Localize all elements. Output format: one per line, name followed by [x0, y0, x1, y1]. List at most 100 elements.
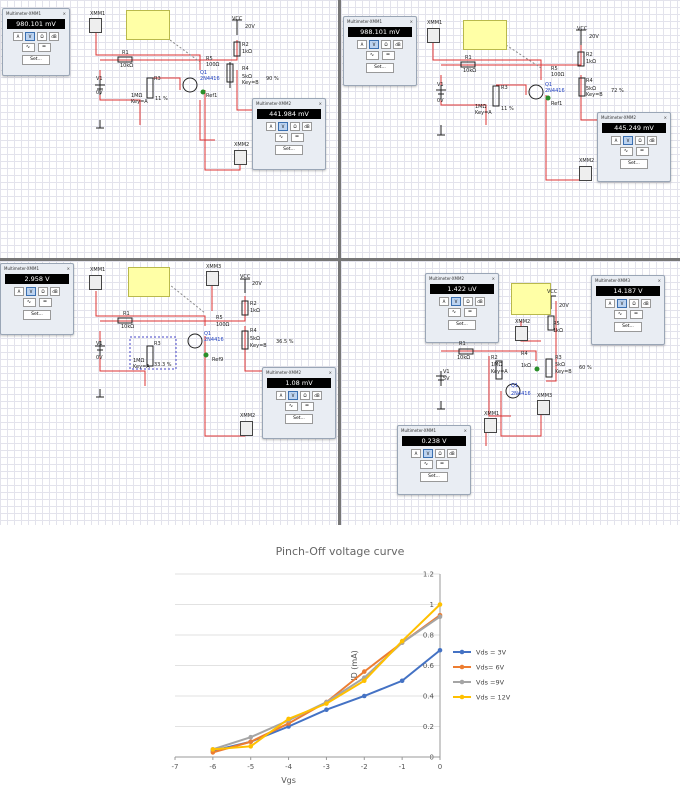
multimeter-xmm1[interactable]: Multimeter-XMM1× 0.238 V A V Ω dB ∿═ Set… — [397, 425, 471, 495]
sine-wave-icon: ∿ — [369, 52, 375, 58]
v1-label: V1 — [437, 82, 444, 88]
ohmmeter-button[interactable]: Ω — [463, 297, 473, 306]
ammeter-button[interactable]: A — [14, 287, 24, 296]
ohmmeter-button[interactable]: Ω — [290, 122, 300, 131]
ac-mode-button[interactable]: ∿ — [419, 460, 433, 469]
dc-mode-button[interactable]: ═ — [37, 43, 51, 52]
close-icon[interactable]: × — [491, 276, 495, 281]
decibel-button[interactable]: dB — [647, 136, 657, 145]
multimeter-xmm2-symbol[interactable] — [515, 326, 528, 341]
r3-label: R3 — [154, 341, 161, 347]
close-icon[interactable]: × — [409, 19, 413, 24]
ammeter-button[interactable]: A — [13, 32, 23, 41]
close-icon[interactable]: × — [318, 101, 322, 106]
ammeter-button[interactable]: A — [611, 136, 621, 145]
dc-mode-button[interactable]: ═ — [381, 51, 395, 60]
settings-button[interactable]: Set... — [620, 159, 648, 169]
ammeter-button[interactable]: A — [605, 299, 615, 308]
multimeter-xmm2-symbol[interactable] — [234, 150, 247, 165]
multimeter-xmm2[interactable]: Multimeter-XMM2× 1.08 mV A V Ω dB ∿═ Set… — [262, 367, 336, 439]
data-point — [324, 699, 329, 705]
dc-mode-button[interactable]: ═ — [629, 310, 643, 319]
multimeter-xmm3-symbol[interactable] — [537, 400, 550, 415]
dc-mode-button[interactable]: ═ — [435, 460, 449, 469]
ammeter-button[interactable]: A — [276, 391, 286, 400]
ac-mode-button[interactable]: ∿ — [365, 51, 379, 60]
data-point — [324, 707, 329, 713]
multimeter-xmm1-symbol[interactable] — [484, 418, 497, 433]
multimeter-xmm1-symbol[interactable] — [427, 28, 440, 43]
decibel-button[interactable]: dB — [393, 40, 403, 49]
settings-button[interactable]: Set... — [614, 322, 642, 332]
settings-button[interactable]: Set... — [448, 320, 476, 330]
decibel-button[interactable]: dB — [312, 391, 322, 400]
multimeter-xmm2[interactable]: Multimeter-XMM2× 445.249 mV A V Ω dB ∿═ … — [597, 112, 671, 182]
multimeter-xmm1[interactable]: Multimeter-XMM1× 980.101 mV A V Ω dB ∿═ … — [2, 8, 70, 76]
close-icon[interactable]: × — [463, 428, 467, 433]
dc-mode-button[interactable]: ═ — [290, 133, 304, 142]
voltmeter-button[interactable]: V — [25, 32, 35, 41]
schematic-panel-4: Multimeter-XMM2× 1.422 uV A V Ω dB ∿═ Se… — [341, 261, 680, 525]
decibel-button[interactable]: dB — [49, 32, 59, 41]
voltmeter-button[interactable]: V — [278, 122, 288, 131]
ac-mode-button[interactable]: ∿ — [274, 133, 288, 142]
dc-mode-button[interactable]: ═ — [463, 308, 477, 317]
multimeter-xmm2[interactable]: Multimeter-XMM2× 1.422 uV A V Ω dB ∿═ Se… — [425, 273, 499, 343]
ammeter-button[interactable]: A — [357, 40, 367, 49]
settings-button[interactable]: Set... — [420, 472, 448, 482]
multimeter-xmm1[interactable]: Multimeter-XMM1× 2.958 V A V Ω dB ∿═ Set… — [0, 263, 74, 335]
decibel-button[interactable]: dB — [50, 287, 60, 296]
voltmeter-button[interactable]: V — [623, 136, 633, 145]
ammeter-button[interactable]: A — [411, 449, 421, 458]
multimeter-xmm2[interactable]: Multimeter-XMM2× 441.984 mV A V Ω dB ∿═ … — [252, 98, 326, 170]
decibel-button[interactable]: dB — [641, 299, 651, 308]
voltmeter-button[interactable]: V — [451, 297, 461, 306]
ohmmeter-button[interactable]: Ω — [629, 299, 639, 308]
ammeter-button[interactable]: A — [266, 122, 276, 131]
multimeter-xmm1-symbol[interactable] — [89, 275, 102, 290]
ohmmeter-button[interactable]: Ω — [37, 32, 47, 41]
dc-mode-button[interactable]: ═ — [635, 147, 649, 156]
ohmmeter-button[interactable]: Ω — [300, 391, 310, 400]
close-icon[interactable]: × — [657, 278, 661, 283]
multimeter-xmm1[interactable]: Multimeter-XMM1× 988.101 mV A V Ω dB ∿═ … — [343, 16, 417, 86]
settings-button[interactable]: Set... — [23, 310, 51, 320]
ohmmeter-button[interactable]: Ω — [381, 40, 391, 49]
ohmmeter-button[interactable]: Ω — [435, 449, 445, 458]
settings-button[interactable]: Set... — [22, 55, 50, 65]
dc-line-icon: ═ — [305, 403, 309, 409]
voltmeter-button[interactable]: V — [617, 299, 627, 308]
ammeter-button[interactable]: A — [439, 297, 449, 306]
voltmeter-button[interactable]: V — [288, 391, 298, 400]
multimeter-xmm3[interactable]: Multimeter-XMM3× 14.187 V A V Ω dB ∿═ Se… — [591, 275, 665, 345]
voltmeter-button[interactable]: V — [423, 449, 433, 458]
ohmmeter-button[interactable]: Ω — [635, 136, 645, 145]
decibel-button[interactable]: dB — [447, 449, 457, 458]
multimeter-xmm2-symbol[interactable] — [240, 421, 253, 436]
x-tick-label: -4 — [285, 763, 293, 771]
ac-mode-button[interactable]: ∿ — [284, 402, 298, 411]
close-icon[interactable]: × — [328, 370, 332, 375]
multimeter-xmm3-symbol[interactable] — [206, 271, 219, 286]
voltmeter-button[interactable]: V — [26, 287, 36, 296]
dc-mode-button[interactable]: ═ — [300, 402, 314, 411]
dc-mode-button[interactable]: ═ — [38, 298, 52, 307]
ohmmeter-button[interactable]: Ω — [38, 287, 48, 296]
ac-mode-button[interactable]: ∿ — [613, 310, 627, 319]
close-icon[interactable]: × — [62, 11, 66, 16]
r2-label: R2 — [250, 301, 257, 307]
close-icon[interactable]: × — [66, 266, 70, 271]
decibel-button[interactable]: dB — [302, 122, 312, 131]
ac-mode-button[interactable]: ∿ — [447, 308, 461, 317]
settings-button[interactable]: Set... — [275, 145, 303, 155]
settings-button[interactable]: Set... — [366, 63, 394, 73]
ac-mode-button[interactable]: ∿ — [22, 298, 36, 307]
multimeter-xmm1-symbol[interactable] — [89, 18, 102, 33]
voltmeter-button[interactable]: V — [369, 40, 379, 49]
ac-mode-button[interactable]: ∿ — [21, 43, 35, 52]
close-icon[interactable]: × — [663, 115, 667, 120]
decibel-button[interactable]: dB — [475, 297, 485, 306]
multimeter-xmm2-symbol[interactable] — [579, 166, 592, 181]
settings-button[interactable]: Set... — [285, 414, 313, 424]
ac-mode-button[interactable]: ∿ — [619, 147, 633, 156]
